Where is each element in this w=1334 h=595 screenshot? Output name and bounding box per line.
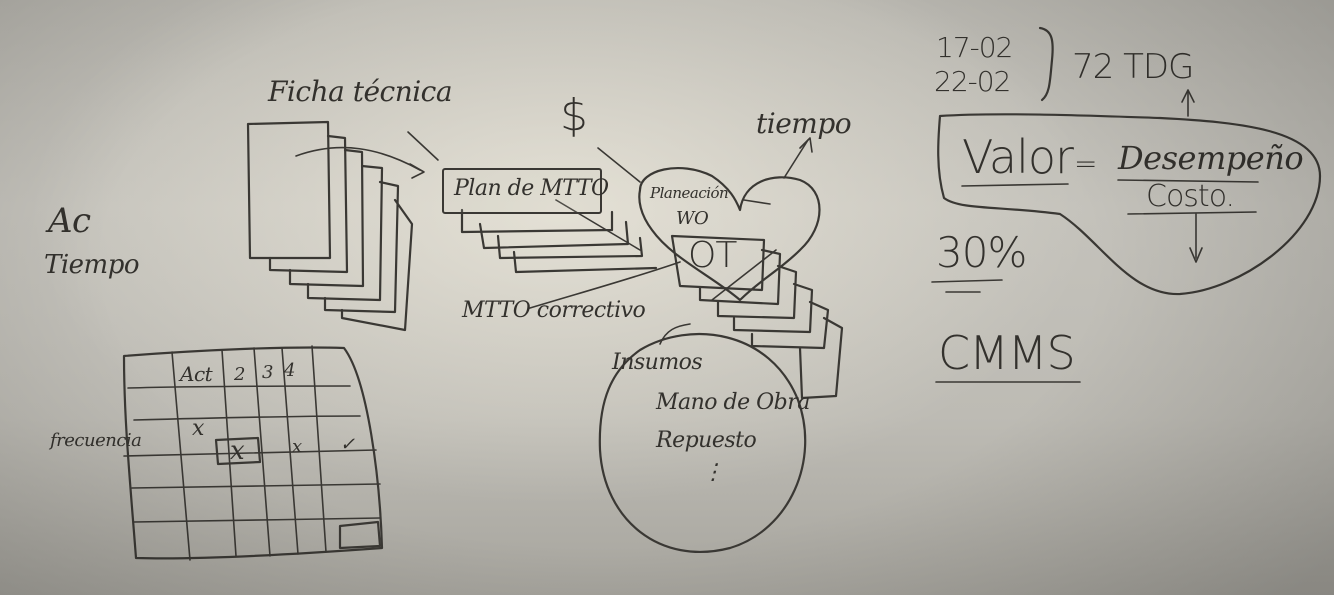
- ot-label: OT: [688, 235, 737, 276]
- document-stack-icon: [246, 120, 439, 332]
- bracket-note-label: 72 TDG: [1072, 47, 1194, 87]
- matrix-header-act: Act: [180, 362, 213, 386]
- matrix-header-2: 2: [234, 364, 245, 385]
- matrix-mark: x: [230, 436, 245, 466]
- right-panel-strokes: [931, 26, 1322, 383]
- equals-label: =: [1074, 147, 1097, 180]
- desempeno-label: Desempeño: [1118, 139, 1304, 177]
- tiempo-left-label: Tiempo: [44, 250, 140, 280]
- mtto-correctivo-label: MTTO correctivo: [462, 298, 646, 323]
- ellipsis-label: ⋮: [702, 460, 724, 485]
- dollar-label: $: [560, 90, 588, 141]
- costo-label: Costo.: [1146, 179, 1235, 214]
- mano-de-obra-label: Mano de Obra: [656, 390, 810, 415]
- plan-stack-icon: [460, 199, 658, 274]
- matrix-mark: ✓: [340, 434, 355, 455]
- dollar-arrow: [597, 147, 641, 183]
- plan-mtto-label: Plan de MTTO: [454, 176, 609, 201]
- ot-stack-icon: [670, 234, 844, 400]
- wo-label: WO: [676, 208, 709, 229]
- insumos-label: Insumos: [612, 350, 703, 375]
- matrix-mark: x: [192, 416, 204, 441]
- tiempo-center-label: tiempo: [756, 107, 852, 140]
- cmms-label: CMMS: [938, 326, 1076, 380]
- date-2-label: 22-02: [934, 65, 1011, 98]
- correctivo-connector: [529, 261, 681, 309]
- matrix-header-4: 4: [284, 360, 295, 381]
- insumos-circle: [598, 323, 807, 553]
- repuesto-label: Repuesto: [656, 428, 757, 453]
- matrix-mark: x: [292, 436, 302, 457]
- heart-loop: [638, 137, 821, 302]
- date-1-label: 17-02: [936, 31, 1013, 64]
- planeacion-label: Planeación: [650, 184, 729, 202]
- ac-label: Ac: [48, 201, 91, 241]
- percent-label: 30%: [936, 228, 1027, 277]
- matrix-header-3: 3: [262, 362, 273, 383]
- matrix-row-label: frecuencia: [50, 430, 142, 451]
- plan-mtto-card: Plan de MTTO: [442, 168, 609, 214]
- activity-matrix-grid: [122, 345, 384, 561]
- valor-label: Valor: [962, 130, 1074, 184]
- ficha-tecnica-label: Ficha técnica: [268, 75, 453, 108]
